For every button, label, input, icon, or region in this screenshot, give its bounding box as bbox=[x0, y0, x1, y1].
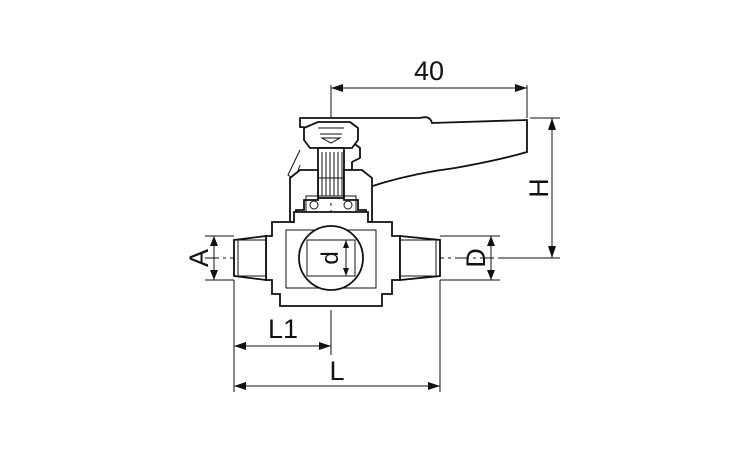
dimension-40: 40 bbox=[330, 56, 528, 118]
dimension-bore: d bbox=[317, 240, 349, 276]
handle-cap bbox=[303, 121, 359, 149]
dim-40-label: 40 bbox=[414, 56, 444, 86]
dim-l-label: L bbox=[329, 356, 344, 386]
bonnet bbox=[289, 169, 373, 223]
dim-l1-label: L1 bbox=[268, 314, 298, 344]
dim-a-label: A bbox=[184, 249, 214, 267]
left-pipe-end bbox=[233, 234, 267, 282]
dimension-a: A bbox=[184, 235, 234, 281]
valve-ball bbox=[298, 225, 364, 291]
dimension-l: L bbox=[234, 280, 441, 392]
dim-d-label: D bbox=[461, 248, 491, 268]
right-pipe-end bbox=[399, 235, 441, 281]
dim-bore-label: d bbox=[317, 251, 344, 264]
dim-h-label: H bbox=[524, 178, 554, 198]
dimension-d: D bbox=[440, 235, 500, 281]
dimension-l1: L1 bbox=[233, 280, 332, 392]
valve-stem bbox=[317, 147, 345, 199]
dimension-h: H bbox=[500, 117, 560, 259]
